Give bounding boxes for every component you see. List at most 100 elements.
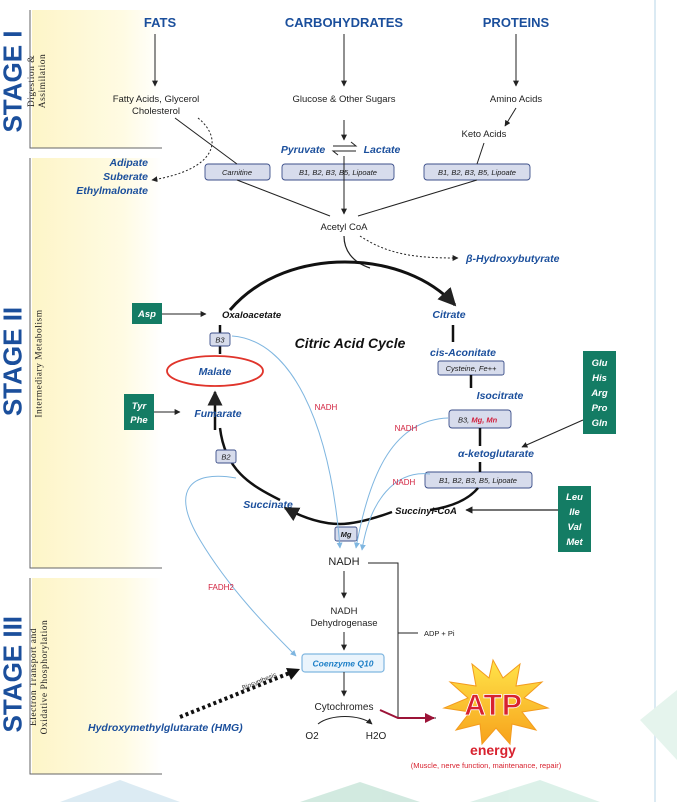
carnitine-box: Carnitine [204, 163, 271, 181]
stage1-band [32, 10, 162, 148]
fadh2-label: FADH2 [208, 583, 234, 592]
nadh-atp-line [368, 562, 436, 719]
energy-label: energy [470, 742, 516, 758]
akg-succinyl-line [429, 462, 482, 512]
o2-h2o-arc [317, 716, 373, 725]
succinyl-succinate-line [285, 508, 393, 526]
fatty-acids-label: Fatty Acids, Glycerol [113, 94, 200, 105]
cytochrome-atp-arrow [379, 709, 435, 723]
cholesterol-label: Cholesterol [132, 106, 180, 117]
acetyl-coa-label: Acetyl CoA [321, 222, 369, 233]
tyr-text: Tyr [132, 401, 148, 412]
akg-cofactor-text: B1, B2, B3, B5, Lipoate [439, 476, 517, 485]
glu-group-box: Glu His Arg Pro Gln [583, 351, 616, 434]
succinyl-coa-label: Succinyl-CoA [395, 506, 457, 517]
alpha-ketoglutarate-label: α-ketoglutarate [458, 448, 534, 460]
stage2-band [32, 158, 162, 568]
stage3-frame [29, 578, 162, 775]
hydroxybutyrate-label: β-Hydroxybutyrate [465, 253, 560, 265]
biosynthesis-label: Biosynthesis [241, 671, 278, 691]
nadh-label-2: NADH [395, 424, 418, 433]
ile-text: Ile [569, 507, 580, 518]
adp-pi-label: ADP + Pi [424, 629, 455, 638]
cysteine-fe-text: Cysteine, Fe++ [446, 364, 497, 373]
nadh-main-label: NADH [328, 556, 359, 568]
nadh-label-3: NADH [393, 478, 416, 487]
cytochromes-label: Cytochromes [315, 702, 374, 713]
b3-box: B3 [209, 332, 231, 347]
akg-cofactor-box: B1, B2, B3, B5, Lipoate [424, 471, 533, 489]
tyr-phe-box: Tyr Phe [124, 394, 154, 430]
succinate-fumarate-line [218, 427, 281, 502]
cysteine-fe-box: Cysteine, Fe++ [437, 360, 505, 376]
val-text: Val [568, 522, 582, 533]
pyruvate-label: Pyruvate [281, 144, 326, 156]
h2o-label: H2O [366, 731, 387, 742]
cofactor-box-right: B1, B2, B3, B5, Lipoate [423, 163, 531, 181]
mg-box: Mg [334, 526, 358, 542]
stage1-frame [29, 10, 162, 149]
arg-text: Arg [590, 388, 608, 399]
nadh-dehydrogenase-line1: NADH [331, 606, 358, 617]
ethylmalonate-label: Ethylmalonate [76, 185, 148, 197]
suberate-label: Suberate [103, 171, 148, 183]
cycle-title: Citric Acid Cycle [295, 335, 406, 351]
leu-group-box: Leu Ile Val Met [558, 486, 591, 552]
hmg-label: Hydroxymethylglutarate (HMG) [88, 722, 243, 734]
asp-box: Asp [132, 303, 162, 324]
cis-aconitate-label: cis-Aconitate [430, 347, 496, 359]
met-text: Met [566, 537, 583, 548]
coq10-box: Coenzyme Q10 [301, 653, 385, 673]
hmg-arrowhead [286, 668, 300, 680]
malate-highlight-ellipse [166, 355, 264, 387]
cofactor-box-left: B1, B2, B3, B5, Lipoate [281, 163, 395, 181]
malate-label: Malate [199, 366, 232, 378]
isocitrate-label: Isocitrate [477, 390, 524, 402]
keto-acids-label: Keto Acids [462, 129, 507, 140]
acetyl-to-cycle-line [343, 235, 371, 269]
header-proteins: PROTEINS [483, 15, 550, 30]
his-text: His [592, 373, 607, 384]
b2-box: B2 [215, 449, 237, 464]
energy-note: (Muscle, nerve function, maintenance, re… [411, 761, 562, 770]
hmg-dotted-arrow [179, 670, 293, 719]
cofactor-left-text: B1, B2, B3, B5, Lipoate [299, 168, 377, 177]
mn-cof: Mn [486, 416, 497, 425]
b2-text: B2 [221, 453, 231, 462]
mg-text: Mg [341, 530, 352, 539]
cofactor-right-text: B1, B2, B3, B5, Lipoate [438, 168, 516, 177]
carnitine-text: Carnitine [222, 168, 252, 177]
equilibrium-arrows [331, 141, 358, 156]
stage2-frame [29, 158, 162, 569]
lactate-label: Lactate [364, 144, 401, 156]
b3-mg-mn-text: B3, Mg, Mn [458, 416, 498, 425]
coq10-text: Coenzyme Q10 [313, 659, 374, 669]
header-carbohydrates: CARBOHYDRATES [285, 15, 404, 30]
stage3-band [32, 578, 162, 774]
nadh-label-1: NADH [315, 403, 338, 412]
fatty-acid-dotted-arrow [151, 117, 213, 183]
atp-starburst: ATP [442, 658, 550, 746]
amino-acids-label: Amino Acids [490, 94, 543, 105]
b3-cof: B3, [458, 416, 469, 425]
fumarate-label: Fumarate [194, 408, 241, 420]
gln-text: Gln [592, 418, 608, 429]
pro-text: Pro [592, 403, 608, 414]
leu-text: Leu [566, 492, 583, 503]
adipate-label: Adipate [108, 157, 148, 169]
oxaloacetate-label: Oxaloacetate [222, 310, 282, 321]
b3-text: B3 [215, 336, 225, 345]
citrate-label: Citrate [432, 309, 465, 321]
b3-mg-mn-box: B3, Mg, Mn [448, 409, 512, 429]
atp-text: ATP [464, 689, 522, 722]
header-fats: FATS [144, 15, 177, 30]
glu-text: Glu [592, 358, 608, 369]
decorative-background [60, 0, 677, 802]
cycle-top-arc [228, 260, 457, 311]
o2-label: O2 [305, 731, 319, 742]
hydroxybutyrate-arrow [359, 235, 459, 261]
glucose-label: Glucose & Other Sugars [293, 94, 396, 105]
phe-text: Phe [130, 415, 148, 426]
